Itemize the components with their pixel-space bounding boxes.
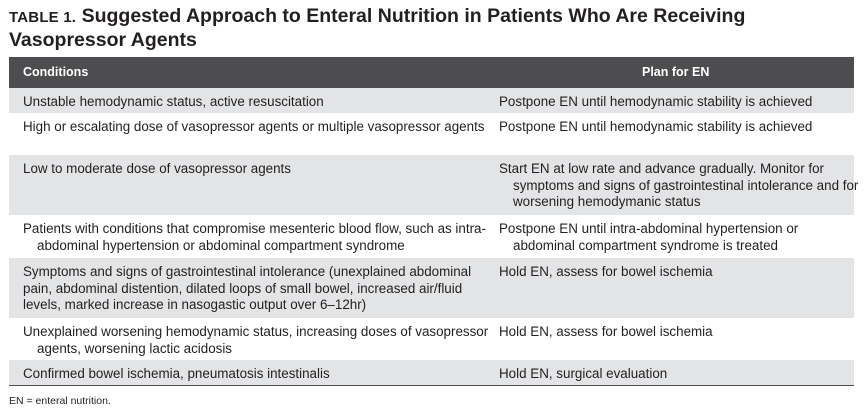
- table-row: Patients with conditions that compromise…: [9, 215, 854, 258]
- header-plan-for-en: Plan for EN: [642, 65, 710, 79]
- condition-cell: Confirmed bowel ischemia, pneumatosis in…: [23, 366, 330, 381]
- plan-cell: Postpone EN until intra-abdominal hypert…: [499, 221, 799, 253]
- table-title: TABLE 1. Suggested Approach to Enteral N…: [9, 5, 854, 52]
- condition-cell: Patients with conditions that compromise…: [23, 221, 486, 253]
- table-bottom-rule: [9, 385, 854, 386]
- header-conditions: Conditions: [23, 65, 89, 79]
- data-table: Conditions Plan for EN Unstable hemodyna…: [9, 57, 858, 386]
- table-row: Unstable hemodynamic status, active resu…: [9, 88, 854, 113]
- plan-cell: Hold EN, surgical evaluation: [499, 366, 668, 381]
- plan-cell: Postpone EN until hemodynamic stability …: [499, 94, 813, 109]
- condition-cell: Unstable hemodynamic status, active resu…: [23, 94, 324, 109]
- plan-cell: Hold EN, assess for bowel ischemia: [499, 264, 713, 279]
- table-row: Unexplained worsening hemodynamic status…: [9, 318, 854, 360]
- table-row: High or escalating dose of vasopressor a…: [9, 113, 854, 155]
- table-number: TABLE 1.: [9, 9, 77, 26]
- plan-cell: Postpone EN until hemodynamic stability …: [499, 119, 813, 134]
- plan-cell: Start EN at low rate and advance gradual…: [499, 161, 859, 209]
- condition-cell: High or escalating dose of vasopressor a…: [23, 119, 485, 134]
- condition-cell: Symptoms and signs of gastrointestinal i…: [23, 264, 472, 312]
- table-row: Low to moderate dose of vasopressor agen…: [9, 155, 858, 215]
- table-row: Confirmed bowel ischemia, pneumatosis in…: [9, 360, 854, 385]
- table-row: Symptoms and signs of gastrointestinal i…: [9, 258, 854, 318]
- plan-cell: Hold EN, assess for bowel ischemia: [499, 324, 713, 339]
- table-footnote: EN = enteral nutrition.: [9, 395, 111, 407]
- table-header-row: Conditions Plan for EN: [9, 57, 854, 88]
- condition-cell: Unexplained worsening hemodynamic status…: [23, 324, 489, 356]
- table-title-text: Suggested Approach to Enteral Nutrition …: [9, 5, 746, 51]
- condition-cell: Low to moderate dose of vasopressor agen…: [23, 161, 291, 176]
